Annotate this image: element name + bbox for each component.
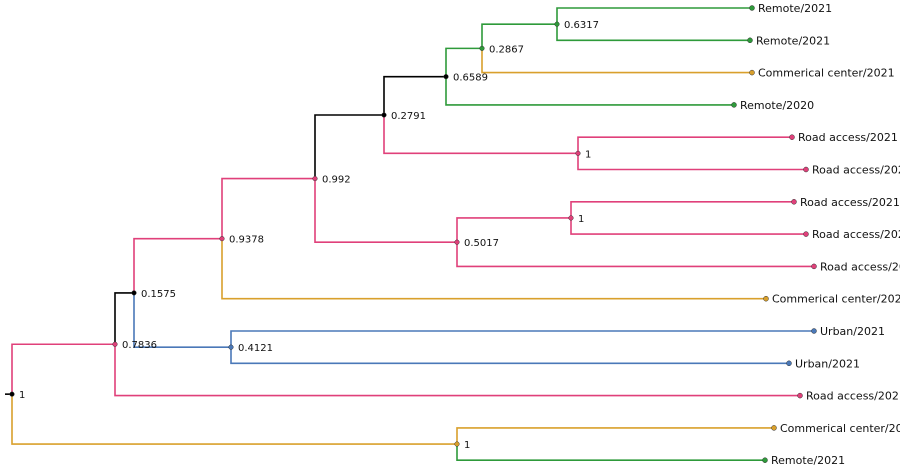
tip-label: Commerical center/2021	[780, 422, 900, 435]
tip-label: Urban/2021	[795, 357, 860, 370]
branch-r-0-0-0-0-0-0-0-0-1	[556, 24, 750, 42]
internal-node	[219, 236, 225, 242]
support-value: 0.9378	[229, 235, 264, 246]
support-value: 1	[464, 440, 470, 451]
branch-r-0-0-1	[133, 292, 231, 348]
tip-label: Remote/2020	[740, 99, 814, 112]
tip-node	[789, 134, 795, 140]
support-value: 0.2867	[489, 44, 524, 55]
branch-r-0-0-0-0-1	[314, 178, 457, 243]
internal-node	[575, 150, 581, 156]
tip-node	[803, 231, 809, 237]
tip-node	[797, 392, 803, 399]
branch-r-0-0-1-1	[230, 347, 789, 365]
support-value: 0.4121	[238, 343, 273, 354]
tip-label: Road access/2021	[806, 390, 900, 403]
branch-r-0-0-0-0-0-0-0	[445, 47, 482, 77]
tree-branches	[5, 7, 814, 461]
branch-r-0-0-1-0	[230, 330, 814, 348]
internal-node	[312, 176, 318, 182]
internal-node	[454, 239, 460, 245]
branch-r-0-0-0-1	[221, 238, 766, 300]
tip-node	[762, 457, 768, 463]
tip-node	[811, 263, 817, 270]
branch-r-0-0-0-0-0-0-1	[445, 76, 734, 106]
tip-label: Road access/2021	[800, 196, 900, 209]
branch-r-0-0-0-0-0-0	[383, 75, 446, 115]
tree-nodes	[9, 5, 817, 463]
tip-node	[771, 425, 777, 431]
tip-node	[791, 199, 797, 205]
tip-label: Remote/2021	[756, 34, 830, 47]
internal-node	[131, 290, 137, 296]
tip-node	[747, 37, 753, 44]
branch-r-0-0-0-0-0	[314, 114, 384, 179]
tip-label: Road access/2021	[820, 260, 900, 273]
branch-r-0	[11, 343, 115, 395]
tip-node	[763, 295, 769, 302]
internal-node	[112, 341, 118, 347]
internal-node	[9, 391, 15, 397]
tree-labels: 1 0.7836 0.1575 0.9378 0.992 0.2791 0.6589 0.28…	[19, 2, 900, 467]
internal-node	[454, 441, 460, 447]
branch-r-0-0-0-0-1-0	[456, 217, 571, 243]
branch-r-0-0-0-0-0-1	[383, 114, 578, 155]
support-value: 1	[585, 149, 591, 160]
support-value: 0.1575	[141, 289, 176, 300]
internal-node	[381, 112, 387, 118]
internal-node	[479, 45, 485, 51]
internal-node	[554, 21, 560, 27]
branch-r-0-0-0-0-0-0-0-1	[481, 48, 752, 74]
branch-r-1-0	[456, 427, 774, 445]
tip-label: Remote/2021	[758, 2, 832, 15]
tip-label: Road access/2021	[798, 131, 898, 144]
tip-node	[749, 5, 755, 11]
tip-label: Commerical center/2021	[758, 67, 895, 80]
branch-r-1	[11, 394, 457, 445]
tip-node	[811, 328, 817, 334]
support-value: 0.6589	[453, 73, 488, 84]
branch-r-0-0-0-0-0-0-0-0-0	[556, 7, 752, 25]
tip-label: Urban/2021	[820, 325, 885, 338]
support-value: 1	[578, 214, 584, 225]
internal-node	[228, 344, 234, 350]
support-value: 0.992	[322, 175, 351, 186]
tip-node	[731, 102, 737, 108]
branch-r-0-0-0	[133, 237, 222, 293]
branch-r-0-1	[114, 344, 800, 397]
branch-r-0-0-0-0-1-0-0	[570, 201, 794, 218]
support-value: 0.7836	[122, 340, 157, 351]
internal-node	[443, 74, 449, 80]
tip-node	[786, 360, 792, 367]
branch-r-0-0-0-0-1-1	[456, 242, 814, 268]
tip-label: Road access/2021	[812, 164, 900, 177]
support-value: 0.2791	[391, 111, 426, 122]
branch-r-0-0-0-0-1-0-1	[570, 217, 806, 235]
tip-node	[749, 69, 755, 76]
support-value: 0.5017	[464, 238, 499, 249]
tip-label: Remote/2021	[771, 454, 845, 467]
tip-label: Road access/2021	[812, 228, 900, 241]
tip-label: Commerical center/2021	[772, 293, 900, 306]
branch-r-0-0-0-0-0-1-0	[577, 136, 792, 154]
branch-r-0-0-0-0-0-0-0-0	[481, 23, 557, 49]
internal-node	[568, 215, 574, 221]
branch-r-0-0-0-0	[221, 177, 315, 239]
branch-r-0-0-0-0-0-1-1	[577, 153, 806, 171]
branch-r-0-0	[114, 292, 134, 345]
support-value: 0.6317	[564, 20, 599, 31]
branch-r-1-1	[456, 444, 765, 461]
support-value: 1	[19, 390, 25, 401]
tip-node	[803, 166, 809, 173]
